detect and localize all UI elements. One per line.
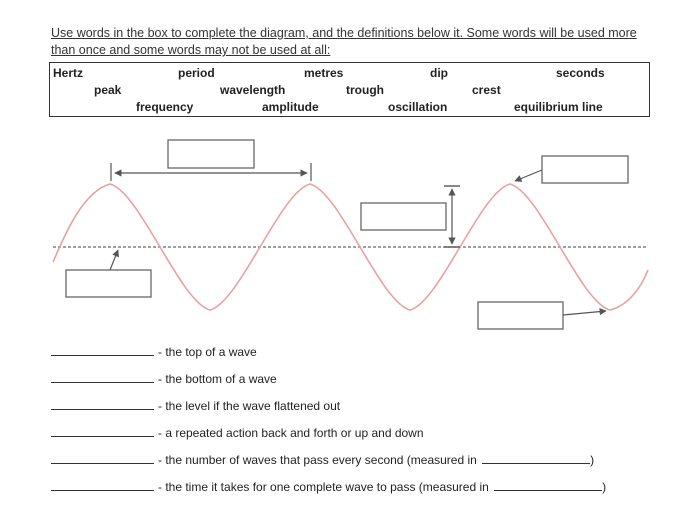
definition-suffix: ) <box>590 453 595 467</box>
word-dip: dip <box>430 66 448 80</box>
answer-blank[interactable] <box>51 371 154 383</box>
word-equilibrium-line: equilibrium line <box>514 100 603 114</box>
crest-pointer-arrow <box>514 169 543 182</box>
equilibrium-pointer-arrow <box>109 249 119 271</box>
definition-row: - the time it takes for one complete wav… <box>51 479 606 497</box>
word-frequency: frequency <box>136 100 194 114</box>
word-trough: trough <box>346 83 384 97</box>
answer-blank[interactable] <box>51 479 154 491</box>
wave-diagram <box>52 139 649 330</box>
definition-row: - a repeated action back and forth or up… <box>51 425 424 443</box>
word-period: period <box>178 66 215 80</box>
answer-blank[interactable] <box>51 344 154 356</box>
word-bank: Hertz period metres dip seconds peak wav… <box>49 62 650 117</box>
word-peak: peak <box>94 83 122 97</box>
definition-text: - the bottom of a wave <box>158 372 277 386</box>
instructions-text: Use words in the box to complete the dia… <box>51 26 637 57</box>
definition-row: - the top of a wave <box>51 344 257 362</box>
definition-text: - a repeated action back and forth or up… <box>158 426 424 440</box>
definition-row: - the level if the wave flattened out <box>51 398 340 416</box>
unit-answer-blank[interactable] <box>482 452 591 464</box>
trough-pointer-arrow <box>562 308 607 316</box>
amplitude-label-box[interactable] <box>360 202 447 231</box>
definition-text: - the time it takes for one complete wav… <box>158 480 493 494</box>
word-oscillation: oscillation <box>388 100 448 114</box>
definition-text: - the top of a wave <box>158 345 257 359</box>
word-amplitude: amplitude <box>262 100 319 114</box>
word-metres: metres <box>304 66 344 80</box>
trough-label-box[interactable] <box>477 301 564 330</box>
unit-answer-blank[interactable] <box>494 479 603 491</box>
definition-row: - the number of waves that pass every se… <box>51 452 594 470</box>
definition-text: - the level if the wave flattened out <box>158 399 341 413</box>
word-seconds: seconds <box>556 66 605 80</box>
word-hertz: Hertz <box>53 66 84 80</box>
answer-blank[interactable] <box>51 398 154 410</box>
word-crest: crest <box>472 83 501 97</box>
answer-blank[interactable] <box>51 452 154 464</box>
definition-suffix: ) <box>602 480 607 494</box>
wave-curve <box>52 183 649 311</box>
answer-blank[interactable] <box>51 425 154 437</box>
equilibrium-label-box[interactable] <box>65 269 152 298</box>
wavelength-label-box[interactable] <box>167 139 255 169</box>
word-wavelength: wavelength <box>220 83 286 97</box>
crest-label-box[interactable] <box>541 155 629 184</box>
definition-row: - the bottom of a wave <box>51 371 277 389</box>
definition-text: - the number of waves that pass every se… <box>158 453 481 467</box>
